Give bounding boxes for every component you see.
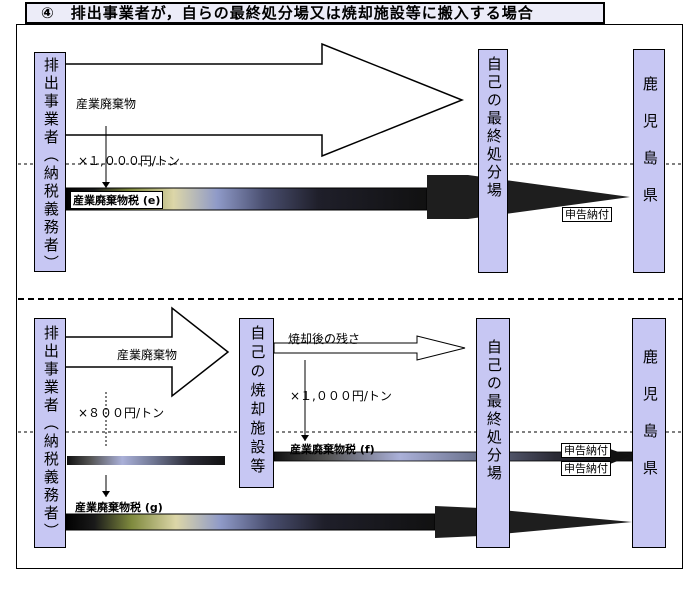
tax-g-band (64, 513, 436, 531)
lower-prefecture-label: 鹿児島県 (640, 349, 659, 497)
upper-tax-arrowhead (427, 175, 630, 219)
upper-prefecture-box: 鹿児島県 (633, 49, 665, 273)
tax-f-label: 産業廃棄物税 (f) (290, 443, 375, 456)
lower-waste-arrow (64, 306, 230, 398)
lower-filing-1: 申告納付 (561, 443, 611, 458)
upper-tax-label: 産業廃棄物税 (e) (70, 191, 164, 209)
tax-g-label: 産業廃棄物税 (g) (75, 501, 163, 514)
upper-waste-arrow (64, 42, 465, 158)
lower-emitter-box: 排出事業者（納税義務者） (34, 318, 66, 548)
upper-waste-label: 産業廃棄物 (76, 97, 137, 111)
lower-emitter-label: 排出事業者（納税義務者） (41, 325, 60, 541)
upper-emitter-box: 排出事業者（納税義務者） (34, 52, 66, 273)
section-header: ④ 排出事業者が，自らの最終処分場又は焼却施設等に搬入する場合 (25, 2, 605, 24)
lower-rate-g-label: ×８００円/トン (78, 406, 165, 420)
upper-final-site-box: 自己の最終処分場 (478, 49, 508, 273)
lower-waste-label: 産業廃棄物 (117, 348, 178, 362)
tax-g-arrowhead (435, 506, 632, 538)
lower-final-site-label: 自己の最終処分場 (484, 339, 503, 483)
lower-rate-f-label: ×１,０００円/トン (290, 389, 392, 403)
tax-g-segment (67, 456, 225, 465)
lower-incinerator-box: 自己の焼却施設等 (239, 318, 274, 488)
lower-prefecture-box: 鹿児島県 (632, 318, 666, 548)
upper-rate-label: ×１,０００円/トン (78, 154, 180, 168)
upper-prefecture-label: 鹿児島県 (640, 76, 659, 224)
lower-final-site-box: 自己の最終処分場 (476, 318, 510, 548)
lower-incinerator-label: 自己の焼却施設等 (248, 325, 267, 477)
upper-emitter-label: 排出事業者（納税義務者） (41, 57, 60, 273)
lower-residue-arrow (273, 335, 466, 361)
diagram-frame (16, 24, 683, 569)
upper-final-site-label: 自己の最終処分場 (484, 56, 503, 200)
lower-residue-label: 焼却後の残さ (288, 332, 361, 346)
lower-filing-2: 申告納付 (561, 461, 611, 476)
upper-filing-label: 申告納付 (562, 207, 612, 222)
